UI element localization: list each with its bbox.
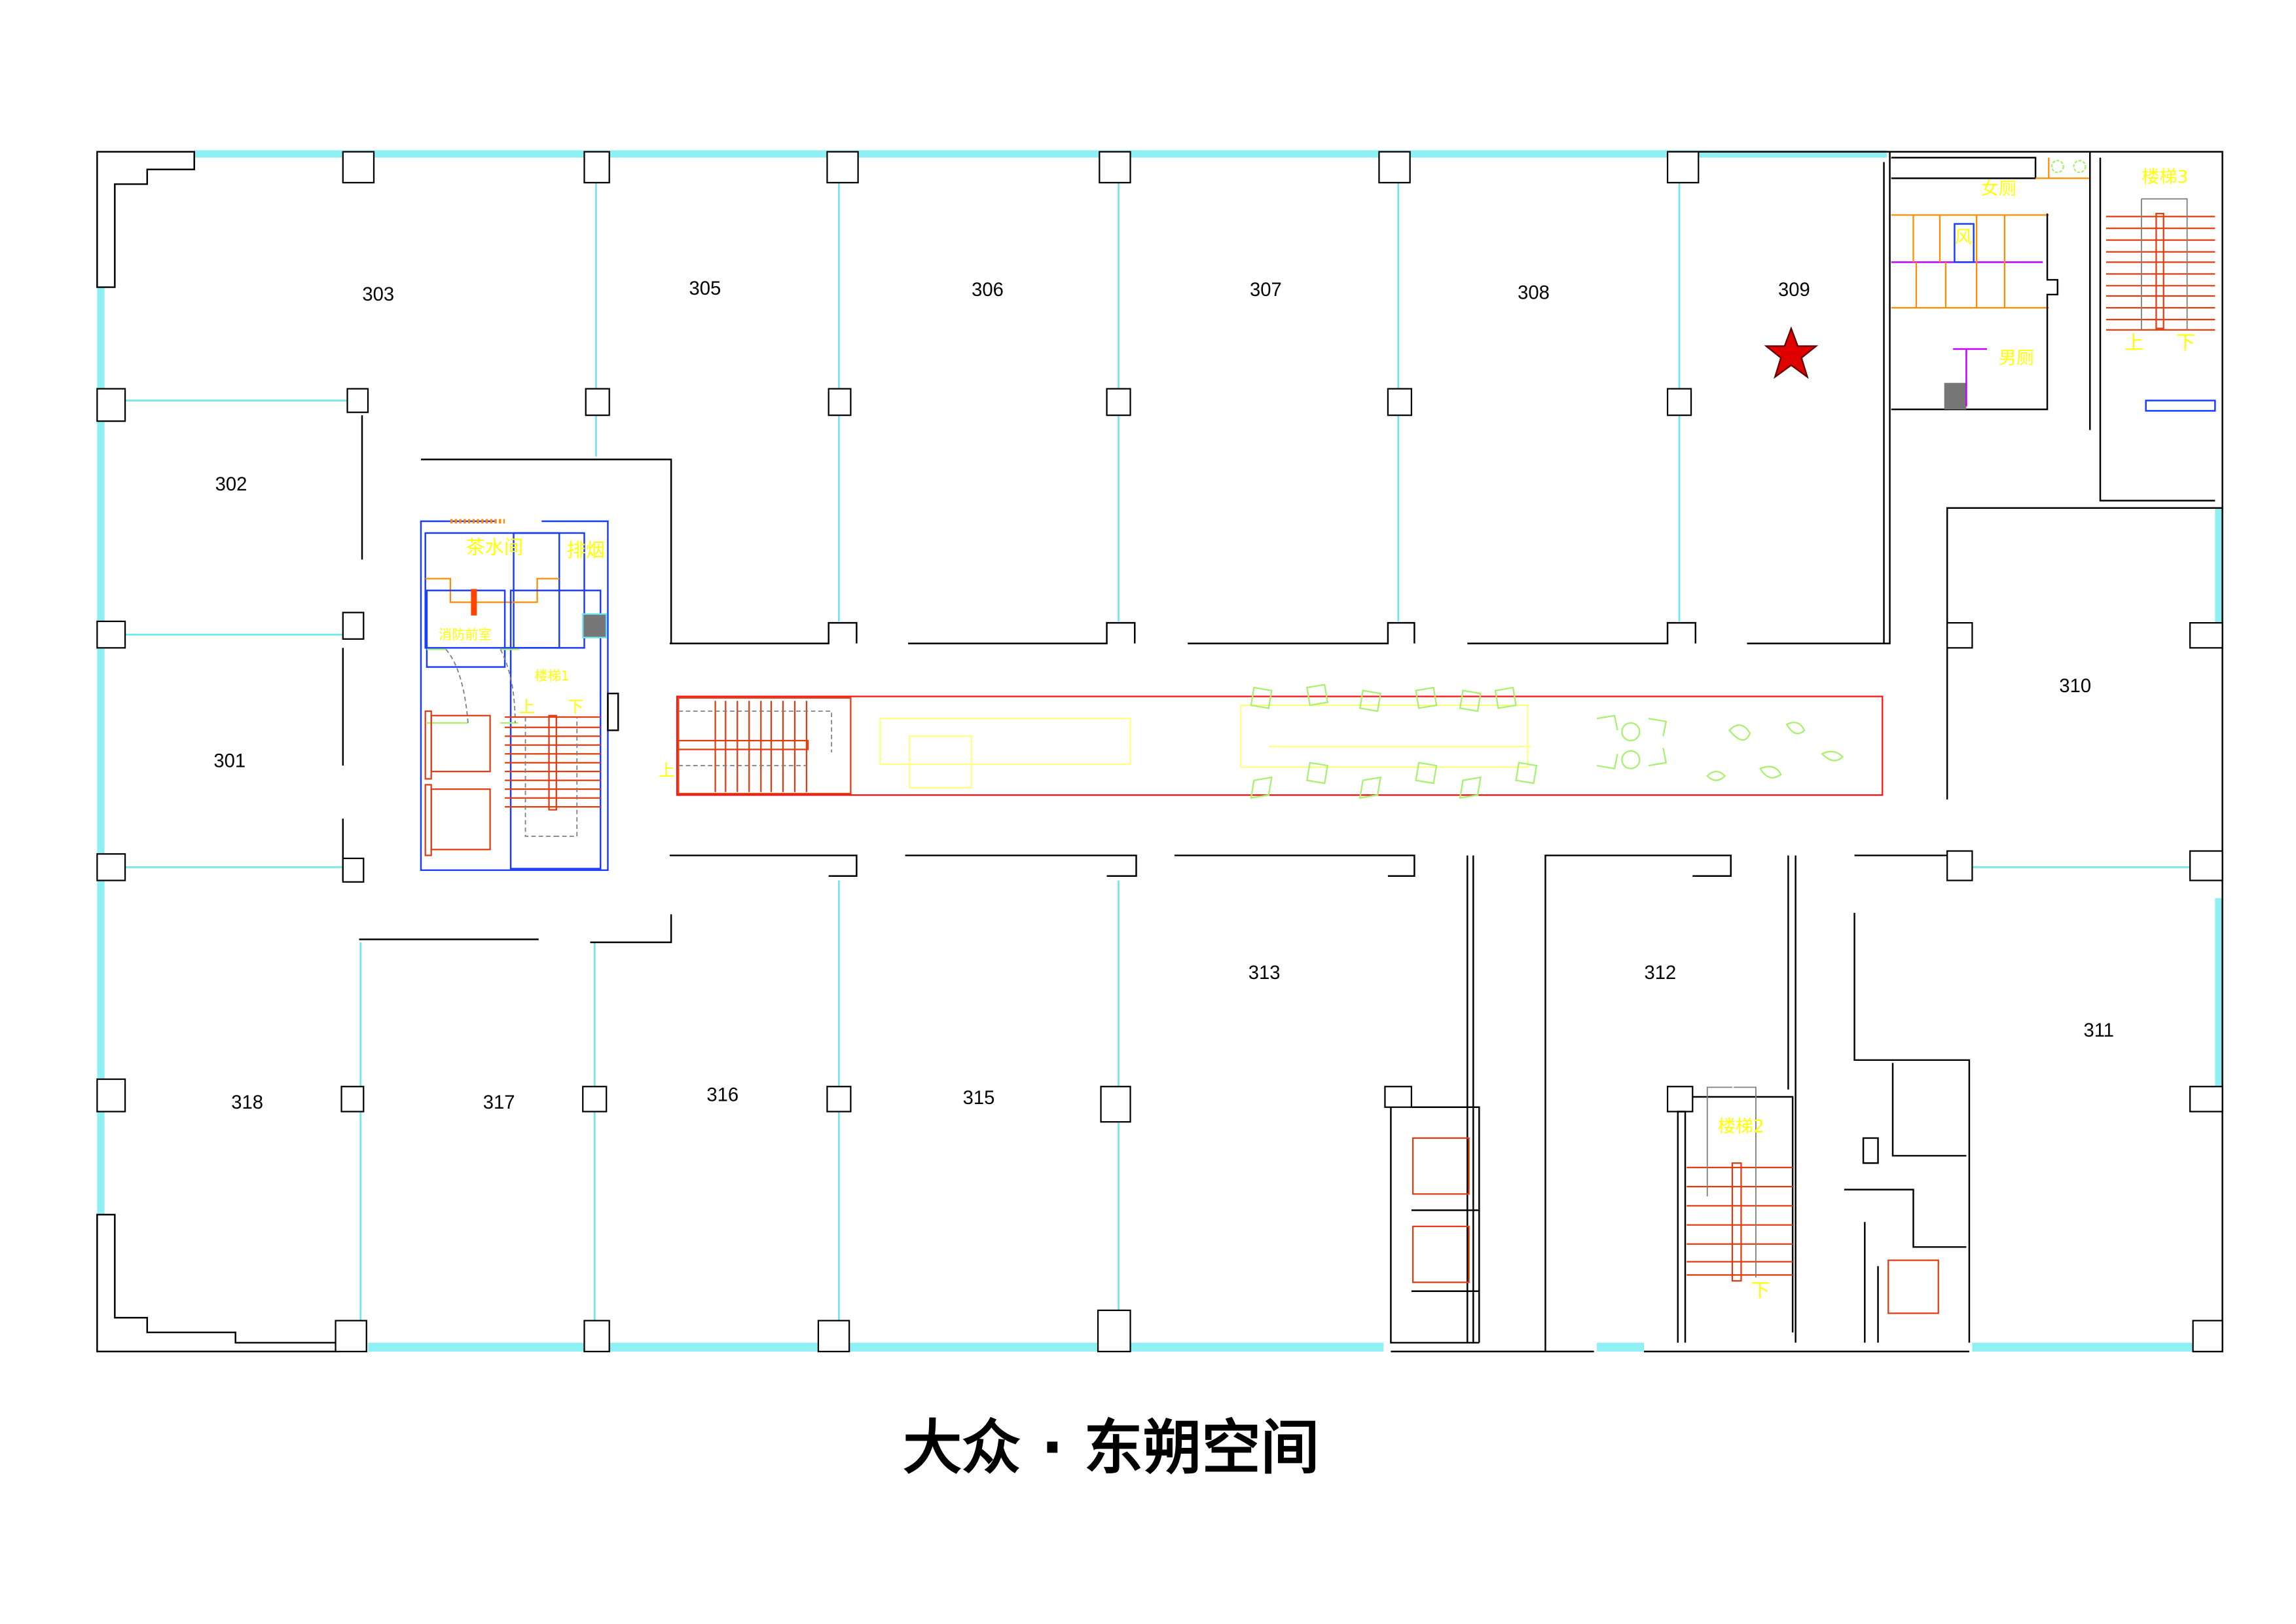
corridor-features bbox=[676, 684, 1884, 800]
shaft bbox=[582, 613, 608, 638]
page-title: 大众 · 东朔空间 bbox=[903, 1414, 1319, 1483]
corridor-walls bbox=[669, 621, 1971, 1352]
stair-3-label: 楼梯3 bbox=[2141, 167, 2188, 187]
room-317: 317 bbox=[483, 1092, 515, 1113]
core-bottom bbox=[1390, 1063, 1969, 1353]
elevator-1 bbox=[424, 710, 491, 780]
room-306: 306 bbox=[972, 280, 1004, 301]
stair-3-up: 上 bbox=[2124, 331, 2143, 354]
vent-label: 风 bbox=[1954, 227, 1972, 248]
room-313: 313 bbox=[1248, 963, 1281, 984]
stair-3-down: 下 bbox=[2176, 331, 2195, 354]
facility-labels: 茶水间 排烟 消防前室 楼梯1 上 下 上 女厕 风 男厕 楼梯3 上 下 楼梯… bbox=[439, 167, 2195, 1302]
fire-lobby-label: 消防前室 bbox=[439, 627, 492, 642]
stair-1-label: 楼梯1 bbox=[534, 668, 569, 684]
corridor-stair bbox=[678, 697, 852, 795]
stair-2-down: 下 bbox=[1751, 1280, 1770, 1302]
stair-3 bbox=[2105, 198, 2215, 331]
tea-room-label: 茶水间 bbox=[466, 536, 524, 558]
stair-1 bbox=[505, 714, 601, 837]
star-icon bbox=[1764, 326, 1819, 379]
elevator-5 bbox=[1887, 1259, 1939, 1314]
room-305: 305 bbox=[689, 278, 721, 299]
room-318: 318 bbox=[231, 1092, 263, 1113]
room-308: 308 bbox=[1518, 283, 1550, 304]
elevator-2 bbox=[424, 784, 491, 857]
room-315: 315 bbox=[963, 1088, 995, 1109]
room-307: 307 bbox=[1250, 280, 1282, 301]
room-309: 309 bbox=[1778, 280, 1810, 301]
room-302: 302 bbox=[215, 474, 247, 495]
room-312: 312 bbox=[1644, 963, 1676, 984]
womens-restroom-label: 女厕 bbox=[1981, 179, 2016, 199]
room-301: 301 bbox=[213, 750, 246, 771]
chairs bbox=[1250, 684, 1844, 800]
core-left bbox=[420, 519, 619, 872]
corridor-stair-up: 上 bbox=[659, 761, 675, 780]
stair-1-down: 下 bbox=[568, 697, 584, 716]
room-310: 310 bbox=[2059, 676, 2091, 697]
room-311: 311 bbox=[2083, 1020, 2114, 1041]
elevator-4 bbox=[1412, 1225, 1470, 1283]
columns bbox=[96, 151, 2223, 1353]
shaft bbox=[1944, 382, 1967, 410]
fire-hydrant-icon bbox=[471, 589, 477, 616]
elevator-3 bbox=[1412, 1137, 1470, 1195]
core-right bbox=[1891, 151, 2216, 502]
exterior-walls bbox=[96, 151, 2223, 1353]
stair-2 bbox=[1686, 1086, 1793, 1282]
stair-2-label: 楼梯2 bbox=[1718, 1116, 1764, 1137]
smoke-exhaust-label: 排烟 bbox=[567, 539, 605, 561]
room-303: 303 bbox=[362, 284, 394, 305]
exterior-windows bbox=[97, 150, 2223, 1352]
room-labels: 303 305 306 307 308 309 302 301 310 311 … bbox=[213, 278, 2114, 1113]
partitions bbox=[125, 182, 2193, 1325]
mens-restroom-label: 男厕 bbox=[1999, 348, 2034, 368]
stair-1-up: 上 bbox=[519, 697, 535, 716]
room-316: 316 bbox=[706, 1085, 738, 1106]
